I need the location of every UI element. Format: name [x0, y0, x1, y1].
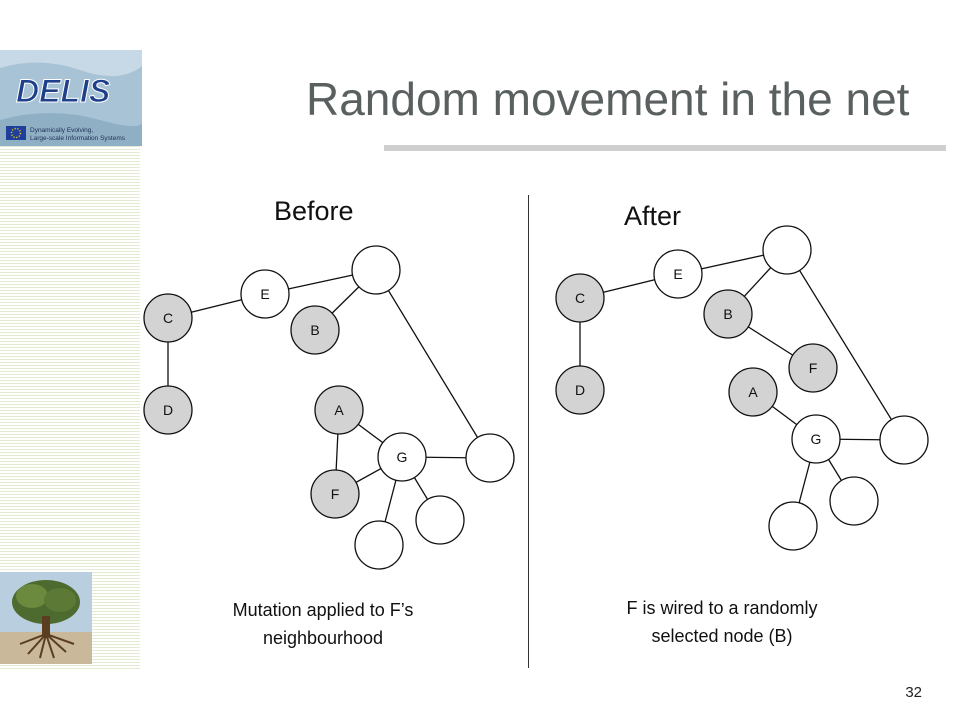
before-node-label-b: B — [310, 322, 319, 338]
before-node-e — [240, 269, 290, 319]
after-node-a — [728, 367, 778, 417]
before-caption-line1: Mutation applied to F’s — [232, 600, 414, 620]
delis-logo: DELIS Dynamically Evolving, Large-scale … — [0, 50, 142, 146]
before-node-d — [143, 385, 193, 435]
after-node-g — [791, 414, 841, 464]
svg-text:Large-scale Information System: Large-scale Information Systems — [30, 135, 126, 142]
after-caption-line2: selected node (B) — [651, 626, 793, 646]
before-graph: E C B D A G F — [143, 245, 515, 570]
before-node-u3 — [415, 495, 465, 545]
slide-number: 32 — [905, 684, 922, 701]
before-caption-line2: neighbourhood — [262, 628, 384, 648]
after-node-b — [703, 289, 753, 339]
after-node-c — [555, 273, 605, 323]
before-node-a — [314, 385, 364, 435]
after-node-label-d: D — [575, 382, 585, 398]
svg-text:DELIS: DELIS — [16, 73, 111, 109]
before-edge-u1-u2 — [375, 269, 491, 459]
before-caption: Mutation applied to F’s neighbourhood — [178, 596, 468, 652]
before-node-label-f: F — [331, 486, 340, 502]
after-node-d — [555, 365, 605, 415]
title-underline — [384, 145, 946, 151]
after-node-f — [788, 343, 838, 393]
after-node-e — [653, 249, 703, 299]
after-node-label-f: F — [809, 360, 818, 376]
before-node-label-d: D — [163, 402, 173, 418]
tree-image — [0, 572, 92, 664]
before-node-g — [377, 432, 427, 482]
before-node-u1 — [351, 245, 401, 295]
after-node-label-g: G — [811, 431, 822, 447]
before-node-c — [143, 293, 193, 343]
before-heading: Before — [274, 196, 354, 226]
panel-divider — [528, 195, 529, 668]
before-node-label-e: E — [260, 286, 269, 302]
after-node-u1 — [762, 225, 812, 275]
after-node-label-e: E — [673, 266, 682, 282]
after-node-u3 — [829, 476, 879, 526]
after-caption-line1: F is wired to a randomly — [626, 598, 818, 618]
after-edge-u1-u2 — [786, 249, 905, 441]
after-caption: F is wired to a randomly selected node (… — [572, 594, 872, 650]
after-node-u2 — [879, 415, 929, 465]
before-node-label-a: A — [334, 402, 344, 418]
after-node-u4 — [768, 501, 818, 551]
before-node-label-c: C — [163, 310, 173, 326]
after-node-label-c: C — [575, 290, 585, 306]
before-node-f — [310, 469, 360, 519]
decorative-sidebar — [0, 50, 140, 670]
after-graph: E C B F D A G — [555, 225, 929, 551]
before-node-b — [290, 305, 340, 355]
slide-title: Random movement in the net — [306, 73, 910, 125]
after-heading: After — [624, 201, 682, 231]
before-node-u2 — [465, 433, 515, 483]
after-node-label-a: A — [748, 384, 758, 400]
before-node-label-g: G — [397, 449, 408, 465]
after-node-label-b: B — [723, 306, 732, 322]
before-node-u4 — [354, 520, 404, 570]
svg-text:Dynamically Evolving,: Dynamically Evolving, — [30, 127, 93, 134]
